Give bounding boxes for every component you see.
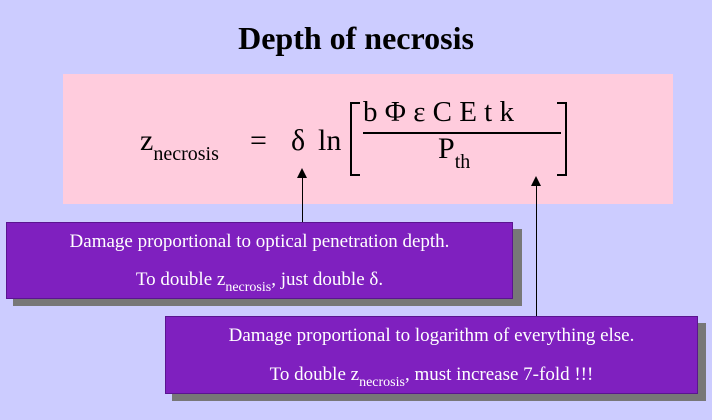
note1-line2: To double znecrosis, just double δ.: [7, 269, 512, 295]
page-title: Depth of necrosis: [238, 20, 474, 56]
note1-line1: Damage proportional to optical penetrati…: [69, 231, 450, 252]
note-penetration-depth: Damage proportional to optical penetrati…: [6, 222, 513, 299]
left-bracket: [350, 102, 360, 176]
arrow-line-1: [302, 176, 303, 222]
note2-line1: Damage proportional to logarithm of ever…: [228, 325, 635, 346]
note1-line2-pre: To double z: [135, 269, 226, 290]
note2-line2-pre: To double z: [269, 364, 360, 385]
ln-symbol: ln: [318, 124, 342, 157]
note-logarithm: Damage proportional to logarithm of ever…: [165, 316, 698, 394]
note2-line2: To double znecrosis, must increase 7-fol…: [166, 364, 697, 390]
right-bracket: [557, 102, 567, 176]
arrow-up-icon: [297, 168, 307, 178]
delta-symbol: δ: [291, 124, 306, 157]
denominator-subscript: th: [454, 151, 471, 173]
note2-line2-sub: necrosis: [359, 375, 405, 390]
fraction-denominator: Pth: [438, 132, 470, 173]
z-symbol: z: [140, 124, 154, 157]
fraction-line: [363, 132, 561, 134]
note1-line2-post: , just double δ.: [271, 269, 384, 290]
formula-z: znecrosis: [140, 124, 219, 165]
equals-sign: =: [250, 124, 267, 157]
formula-box: znecrosis = δ ln b Φ ε C E t k Pth: [63, 74, 673, 204]
arrow-line-2: [536, 184, 537, 316]
denominator-p: P: [438, 132, 455, 165]
z-subscript: necrosis: [153, 143, 219, 165]
note1-line2-sub: necrosis: [225, 280, 272, 295]
arrow-up-icon: [531, 176, 541, 186]
fraction-numerator: b Φ ε C E t k: [363, 96, 514, 128]
note2-line2-post: , must increase 7-fold !!!: [404, 364, 594, 385]
